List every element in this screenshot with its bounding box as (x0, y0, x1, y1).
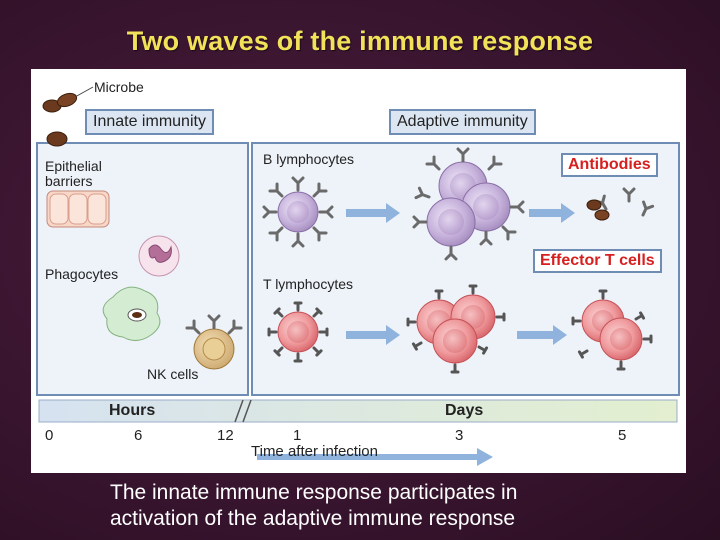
timeline-bar (38, 399, 678, 423)
nk-cells-label: NK cells (147, 366, 199, 382)
time-after-infection-label: Time after infection (251, 443, 378, 460)
progression-arrows (346, 203, 575, 345)
epithelial-label: Epithelial barriers (45, 159, 102, 189)
epithelial-cells-icon (46, 190, 110, 228)
phagocyte-neutrophil-icon (138, 235, 180, 277)
time-arrow (257, 448, 493, 466)
innate-immunity-box: Innate immunity (85, 109, 214, 135)
phagocytes-label: Phagocytes (45, 266, 119, 282)
b-lymphocytes-label: B lymphocytes (263, 151, 355, 167)
antibodies-box: Antibodies (561, 153, 658, 177)
adaptive-immunity-box: Adaptive immunity (389, 109, 536, 135)
days-label: Days (445, 402, 484, 419)
caption-line-1: The innate immune response participates … (110, 481, 518, 504)
figure-drawing (36, 86, 680, 466)
antibody-icon (586, 187, 655, 221)
immune-response-figure: Microbe Innate immunity Adaptive immunit… (31, 69, 686, 473)
tick-label: 0 (45, 427, 54, 444)
t-lymphocyte-icon (267, 301, 329, 363)
b-lymphocyte-icon (262, 176, 334, 248)
hours-label: Hours (109, 402, 156, 419)
tick-label: 12 (217, 427, 234, 444)
tick-label: 3 (455, 427, 464, 444)
effector-t-cells-box: Effector T cells (533, 249, 662, 273)
effector-t-cells-icon (571, 289, 653, 371)
slide-caption: The innate immune response participates … (110, 480, 690, 532)
tick-label: 1 (293, 427, 302, 444)
epithelial-line2: barriers (45, 173, 93, 189)
b-cell-clones-icon (412, 147, 525, 261)
slide-title: Two waves of the immune response (126, 26, 594, 56)
microbe-icon (42, 86, 94, 147)
tick-label: 6 (134, 427, 143, 444)
epithelial-line1: Epithelial (45, 158, 102, 174)
t-cell-clones-icon (406, 284, 506, 374)
axis-break (234, 399, 252, 423)
phagocyte-macrophage-icon (102, 286, 161, 341)
caption-line-2: activation of the adaptive immune respon… (110, 507, 516, 530)
microbe-label: Microbe (94, 79, 144, 95)
nk-cell-icon (185, 314, 243, 370)
tick-label: 5 (618, 427, 627, 444)
t-lymphocytes-label: T lymphocytes (263, 276, 353, 292)
